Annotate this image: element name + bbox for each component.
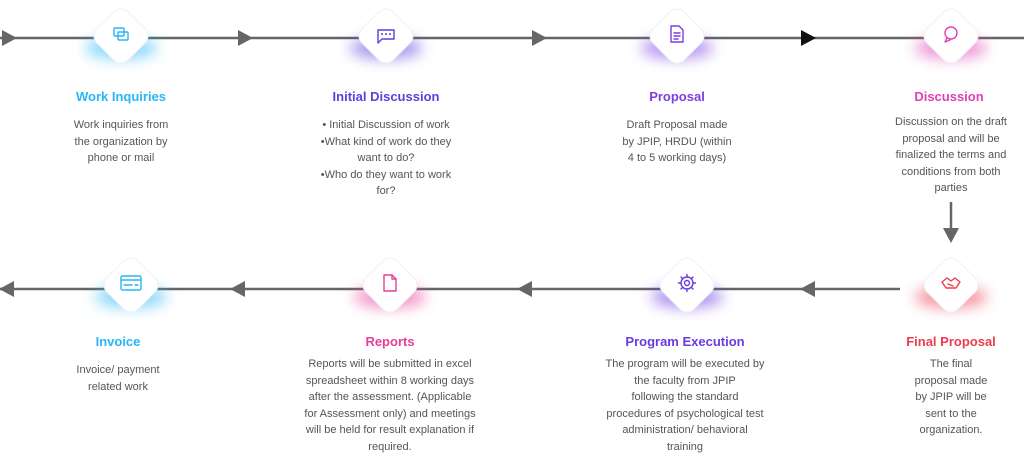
step-title-proposal: Proposal xyxy=(649,89,705,104)
desc-line: sent to the xyxy=(925,407,977,420)
desc-line: want to do? xyxy=(357,152,415,164)
node-diamond xyxy=(923,8,979,64)
step-desc-initial-discussion: • Initial Discussion of work •What kind … xyxy=(321,117,451,200)
arrowhead xyxy=(800,281,815,297)
step-desc-work-inquiries: Work inquiries from the organization by … xyxy=(74,117,169,167)
handshake-icon xyxy=(941,277,961,289)
desc-line: Draft Proposal made xyxy=(626,119,728,131)
step-node-invoice xyxy=(95,257,167,313)
desc-line: training xyxy=(666,440,704,453)
chat-icon xyxy=(944,26,958,43)
desc-line: parties xyxy=(934,182,968,194)
desc-line: • Initial Discussion of work xyxy=(322,119,450,131)
arrowhead xyxy=(238,30,253,46)
step-desc-final-proposal: The final proposal made by JPIP will be … xyxy=(915,356,988,439)
desc-line: proposal and will be xyxy=(902,132,1000,145)
desc-line: Invoice/ payment xyxy=(76,364,160,376)
gear-icon xyxy=(677,273,697,293)
desc-line: will be held for result explanation if xyxy=(305,424,475,436)
step-node-reports xyxy=(354,257,426,313)
arrowhead xyxy=(230,281,245,297)
step-node-proposal xyxy=(641,8,713,64)
desc-line: procedures of psychological test xyxy=(606,407,764,420)
desc-line: spreadsheet within 8 working days xyxy=(305,374,475,387)
step-node-program-execution xyxy=(651,257,723,313)
desc-line: organization. xyxy=(919,424,983,436)
desc-line: phone or mail xyxy=(87,152,155,164)
step-desc-reports: Reports will be submitted in excel sprea… xyxy=(304,356,475,455)
credit-card-icon xyxy=(120,275,142,291)
desc-line: following the standard xyxy=(631,391,739,403)
node-diamond xyxy=(358,8,414,64)
step-title-invoice: Invoice xyxy=(95,334,141,349)
step-title-reports: Reports xyxy=(365,334,415,349)
desc-line: by JPIP will be xyxy=(915,391,987,403)
desc-line: the faculty from JPIP xyxy=(634,374,736,387)
desc-line: •What kind of work do they xyxy=(320,135,452,148)
desc-line: Work inquiries from xyxy=(73,119,169,131)
step-node-work-inquiries xyxy=(85,8,157,64)
step-desc-proposal: Draft Proposal made by JPIP, HRDU (withi… xyxy=(622,117,731,167)
step-desc-discussion: Discussion on the draft proposal and wil… xyxy=(895,114,1007,197)
file-icon xyxy=(383,274,397,292)
step-desc-invoice: Invoice/ payment related work xyxy=(76,362,159,395)
desc-line: •Who do they want to work xyxy=(320,168,452,181)
step-title-initial-discussion: Initial Discussion xyxy=(332,89,440,104)
desc-line: Reports will be submitted in excel xyxy=(308,358,472,370)
desc-line: after the assessment. (Applicable xyxy=(308,391,472,403)
arrowhead xyxy=(801,30,816,46)
desc-line: for? xyxy=(376,185,396,197)
desc-line: proposal made xyxy=(914,374,988,387)
step-desc-program-execution: The program will be executed by the facu… xyxy=(606,356,765,455)
speech-bubble-icon xyxy=(377,29,395,44)
desc-line: administration/ behavioral xyxy=(622,424,748,436)
arrowhead xyxy=(2,30,17,46)
step-title-program-execution: Program Execution xyxy=(625,334,745,349)
step-node-final-proposal xyxy=(915,257,987,313)
node-diamond xyxy=(362,257,418,313)
step-title-final-proposal: Final Proposal xyxy=(906,334,996,349)
step-title-work-inquiries: Work Inquiries xyxy=(75,89,167,104)
step-node-discussion xyxy=(915,8,987,64)
desc-line: The program will be executed by xyxy=(605,358,765,370)
desc-line: for Assessment only) and meetings xyxy=(304,407,476,420)
desc-line: related work xyxy=(88,380,148,393)
arrowhead xyxy=(517,281,532,297)
arrowhead xyxy=(532,30,547,46)
chat-bubbles-icon xyxy=(113,27,129,41)
desc-line: The final xyxy=(929,358,973,370)
arrowhead xyxy=(943,228,959,243)
desc-line: Discussion on the draft xyxy=(895,116,1007,128)
desc-line: by JPIP, HRDU (within xyxy=(622,135,732,148)
step-node-initial-discussion xyxy=(350,8,422,64)
desc-line: finalized the terms and xyxy=(895,149,1007,161)
desc-line: 4 to 5 working days) xyxy=(627,152,727,164)
arrowhead xyxy=(0,281,14,297)
step-title-discussion: Discussion xyxy=(914,89,984,104)
desc-line: the organization by xyxy=(74,135,168,148)
document-icon xyxy=(670,25,684,43)
desc-line: conditions from both xyxy=(901,165,1001,178)
step-nodes xyxy=(85,8,987,313)
desc-line: required. xyxy=(368,440,412,453)
